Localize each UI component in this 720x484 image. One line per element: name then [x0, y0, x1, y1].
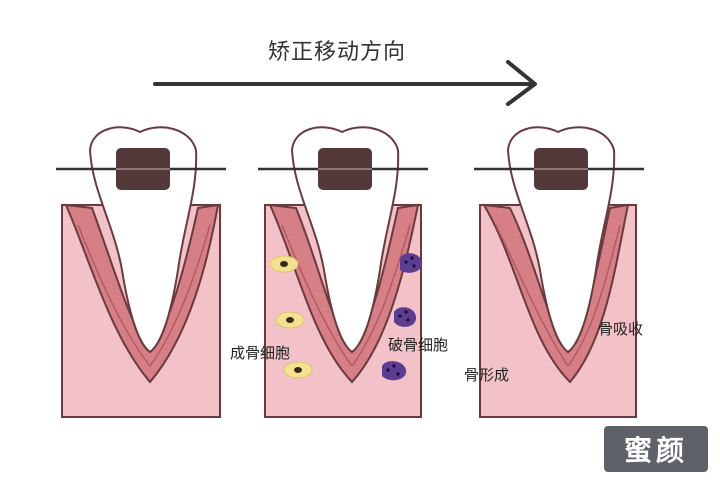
watermark-logo: 蜜颜	[604, 426, 708, 472]
osteoblast-cell	[269, 255, 299, 273]
label-bone-resorption: 骨吸收	[598, 320, 644, 338]
label-bone-formation: 骨形成	[464, 366, 510, 384]
panel-2-tooth	[258, 126, 428, 418]
osteoclast-cell	[400, 253, 423, 273]
watermark-text: 蜜颜	[623, 434, 688, 467]
osteoclast-cell	[382, 361, 407, 381]
osteoblast-cell	[275, 311, 305, 329]
diagram-title: 矫正移动方向	[268, 40, 407, 65]
label-osteoblast: 成骨细胞	[230, 344, 291, 362]
osteoclast-cell	[394, 307, 416, 327]
osteoblast-cell	[283, 361, 313, 379]
panel-3-tooth	[474, 126, 644, 418]
label-osteoclast: 破骨细胞	[388, 336, 449, 354]
direction-arrow	[153, 60, 537, 106]
panel-1-tooth	[56, 126, 226, 418]
